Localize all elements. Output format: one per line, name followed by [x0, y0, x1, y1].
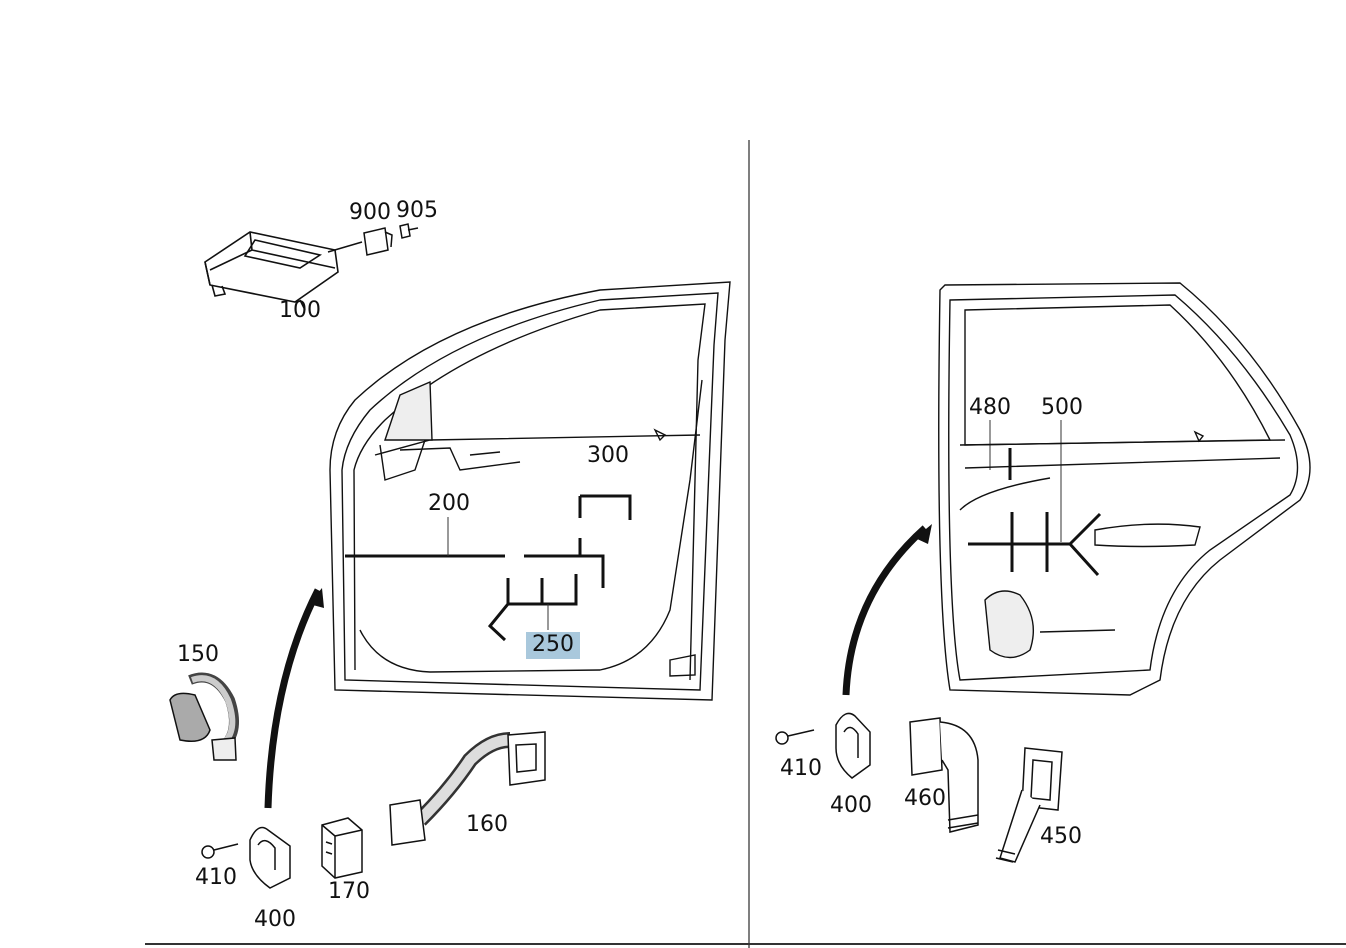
screw-410-right-part[interactable] [775, 729, 815, 745]
callout-250-highlighted[interactable]: 250 [526, 632, 580, 659]
callout-900[interactable]: 900 [349, 200, 391, 225]
plug-170-part[interactable] [321, 817, 363, 879]
screw-410-left-part[interactable] [201, 843, 239, 859]
callout-400-left[interactable]: 400 [254, 907, 296, 932]
front-door-harness [345, 494, 632, 642]
boot-460-part[interactable] [909, 717, 979, 833]
callout-170[interactable]: 170 [328, 879, 370, 904]
front-door-arrow-head [309, 588, 324, 608]
bracket-400-left-part[interactable] [249, 826, 291, 889]
rear-door-harness [968, 448, 1102, 577]
callout-905[interactable]: 905 [396, 198, 438, 223]
callout-450[interactable]: 450 [1040, 824, 1082, 849]
front-door-outline [329, 281, 731, 701]
boot-450-part[interactable] [995, 747, 1063, 863]
front-door-arrow [264, 588, 322, 809]
grommet-160-part[interactable] [389, 731, 546, 846]
rear-door-arrow [842, 525, 928, 696]
bracket-400-right-part[interactable] [835, 712, 871, 779]
control-module-part[interactable] [204, 231, 363, 311]
callout-460[interactable]: 460 [904, 786, 946, 811]
callout-400-right[interactable]: 400 [830, 793, 872, 818]
callout-150[interactable]: 150 [177, 642, 219, 667]
callout-200[interactable]: 200 [428, 491, 470, 516]
callout-480[interactable]: 480 [969, 395, 1011, 420]
callout-410-left[interactable]: 410 [195, 865, 237, 890]
pin-905-part[interactable] [399, 223, 419, 239]
grommet-150-part[interactable] [169, 672, 239, 761]
callout-300[interactable]: 300 [587, 443, 629, 468]
callout-500[interactable]: 500 [1041, 395, 1083, 420]
callout-100[interactable]: 100 [279, 298, 321, 323]
callout-410-right[interactable]: 410 [780, 756, 822, 781]
leader-lines [447, 420, 1062, 630]
rear-door-arrow-head [915, 524, 932, 544]
connector-900-part[interactable] [363, 227, 393, 256]
rear-door-outline [938, 282, 1311, 696]
callout-160[interactable]: 160 [466, 812, 508, 837]
